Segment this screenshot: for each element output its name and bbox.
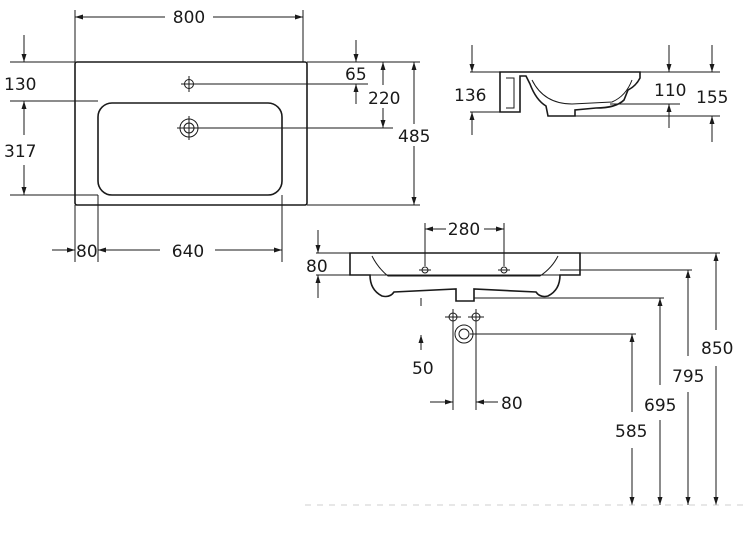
- dim-110: 110: [654, 81, 686, 101]
- dim-280: 280: [448, 220, 480, 240]
- dim-850: 850: [701, 339, 733, 359]
- dim-136: 136: [454, 86, 486, 106]
- dim-220: 220: [368, 89, 400, 109]
- dim-640: 640: [172, 242, 204, 262]
- front-view: 280 80 50: [305, 220, 745, 506]
- dim-317: 317: [4, 142, 36, 162]
- basin-profile-front: [349, 252, 581, 302]
- dim-795: 795: [672, 367, 704, 387]
- side-view: 136 110 155: [454, 45, 728, 142]
- dim-80-bottom: 80: [76, 242, 98, 262]
- basin-outline-top: [74, 61, 308, 206]
- dim-695: 695: [644, 396, 676, 416]
- dim-80-supply: 80: [501, 394, 523, 414]
- dim-width-800: 800: [173, 8, 205, 28]
- tap-hole-icon: [181, 76, 197, 92]
- dim-65: 65: [345, 65, 367, 85]
- basin-profile-side: [499, 71, 641, 117]
- waste-outlet-icon: [177, 116, 201, 140]
- tap-hole-right-icon: [498, 266, 510, 274]
- dim-80-rim: 80: [306, 257, 328, 277]
- dim-585: 585: [615, 422, 647, 442]
- supply-fitting-left-icon: [445, 309, 461, 325]
- top-view: 800 130 317 65 220 485: [4, 8, 430, 262]
- dim-50: 50: [412, 359, 434, 379]
- dim-130: 130: [4, 75, 36, 95]
- supply-fitting-right-icon: [468, 309, 484, 325]
- tap-hole-left-icon: [419, 266, 431, 274]
- bowl-outline-top: [97, 102, 283, 196]
- dim-485: 485: [398, 127, 430, 147]
- dim-155: 155: [696, 88, 728, 108]
